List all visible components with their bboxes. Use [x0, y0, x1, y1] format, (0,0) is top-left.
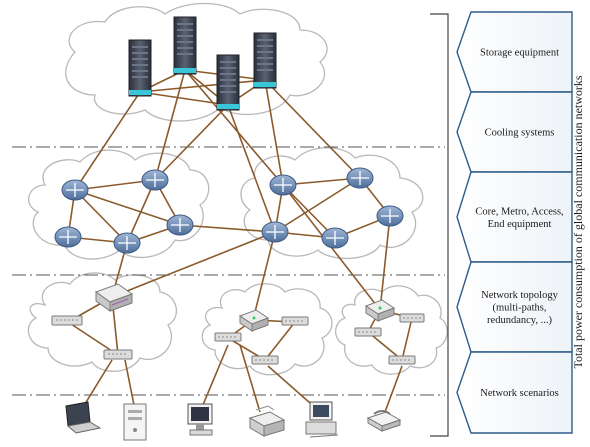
- switch-icon: [51, 315, 83, 326]
- switch-icon: [399, 313, 425, 323]
- router-icon: [54, 226, 82, 248]
- router-icon: [261, 221, 289, 243]
- layer-arrow: [456, 11, 573, 93]
- router-icon: [166, 214, 194, 236]
- layer-arrow: [456, 261, 573, 353]
- layer-label: Storage equipment: [480, 48, 559, 59]
- monitor-icon: [187, 403, 213, 436]
- router-icon: [346, 167, 374, 189]
- switch-icon: [388, 355, 416, 365]
- server-icon: [128, 39, 152, 97]
- router-icon: [321, 227, 349, 249]
- layer-bracket: [430, 13, 449, 437]
- router-icon: [269, 174, 297, 196]
- layer-arrow: [456, 171, 573, 263]
- access-switch-icon: [94, 283, 134, 312]
- phone-icon: [366, 410, 402, 432]
- layer-separators: [12, 146, 445, 396]
- desktop-tower-icon: [123, 403, 147, 441]
- router-icon: [113, 232, 141, 254]
- workstation-icon: [305, 401, 339, 438]
- access-switch-icon: [238, 309, 270, 332]
- switch-icon: [103, 349, 133, 360]
- switch-icon: [214, 332, 242, 342]
- layer-arrow: [456, 351, 573, 434]
- cloud-access-2: [201, 283, 333, 376]
- cloud-access-3: [334, 285, 448, 375]
- switch-icon: [354, 327, 382, 337]
- layer-label: Core, Metro, Access,End equipment: [475, 206, 563, 230]
- layer-label: Network topology(multi-paths,redundancy,…: [481, 290, 558, 326]
- layer-arrow: [456, 91, 573, 173]
- router-icon: [61, 179, 89, 201]
- router-icon: [376, 205, 404, 227]
- printer-icon: [248, 405, 286, 437]
- access-switch-icon: [364, 299, 396, 322]
- laptop-icon: [65, 401, 102, 434]
- network-links: [67, 69, 413, 413]
- cloud-access-1: [27, 272, 178, 372]
- router-icon: [141, 169, 169, 191]
- vertical-title: Total power consumption of global commun…: [571, 75, 585, 368]
- server-icon: [173, 16, 197, 75]
- switch-icon: [281, 316, 309, 326]
- server-icon: [216, 54, 240, 111]
- layer-label: Network scenarios: [480, 388, 558, 399]
- switch-icon: [251, 355, 279, 365]
- server-icon: [253, 32, 277, 89]
- layer-label: Cooling systems: [485, 128, 555, 139]
